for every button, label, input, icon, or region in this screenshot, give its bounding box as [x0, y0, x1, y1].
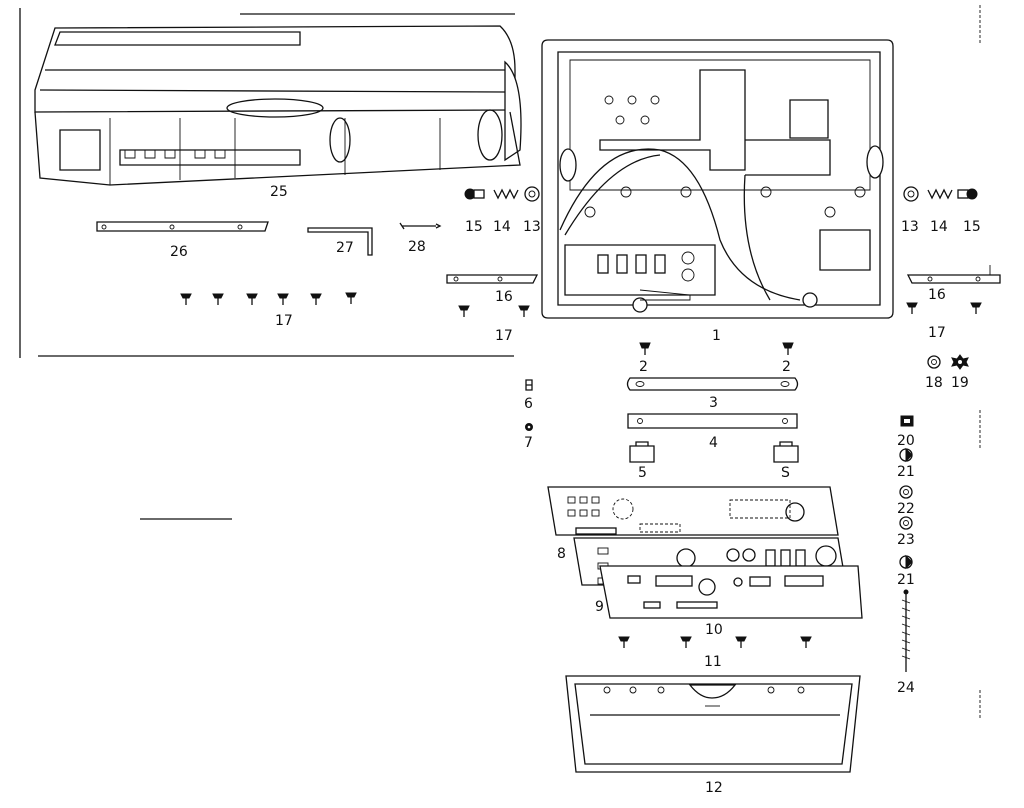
label-27: 27 [336, 240, 354, 256]
part-22-washer [899, 485, 913, 499]
label-16-right: 16 [928, 287, 946, 303]
part-16-strip-right [906, 265, 1001, 284]
part-21-gear-upper [899, 447, 913, 463]
part-13-washer-right [903, 186, 919, 202]
label-22: 22 [897, 501, 915, 517]
part-15-knob-left [464, 188, 485, 200]
part-17-screws-group [180, 292, 982, 317]
label-20: 20 [897, 433, 915, 449]
part-5-clip-right [773, 441, 799, 463]
label-5-left: 5 [638, 465, 647, 481]
label-9: 9 [595, 599, 604, 615]
label-6: 6 [524, 396, 533, 412]
label-14-right: 14 [930, 219, 948, 235]
label-12: 12 [705, 780, 723, 796]
part-27-hex-key [307, 227, 373, 256]
part-20-bracket [900, 415, 914, 427]
screw-17-5 [310, 293, 322, 305]
screw-17-4 [277, 293, 289, 305]
screw-17-2 [212, 293, 224, 305]
part-18-washer [927, 355, 941, 369]
part-10-base-panel [599, 565, 863, 619]
label-10: 10 [705, 622, 723, 638]
label-7: 7 [524, 435, 533, 451]
screw-17-10 [970, 302, 982, 314]
screw-17-9 [906, 302, 918, 314]
label-14-left: 14 [493, 219, 511, 235]
part-13-washer-left [524, 186, 540, 202]
label-5-right: S [781, 465, 790, 481]
screw-17-1 [180, 293, 192, 305]
label-26: 26 [170, 244, 188, 260]
part-5-clip-left [629, 441, 655, 463]
label-24: 24 [897, 680, 915, 696]
part-labels: 25 15 14 13 13 14 15 26 27 28 16 16 17 1… [170, 184, 981, 796]
label-1: 1 [712, 328, 721, 344]
label-8: 8 [557, 546, 566, 562]
screw-17-3 [246, 293, 258, 305]
border-lines [19, 5, 981, 720]
part-2-screw-right [782, 342, 794, 355]
label-3: 3 [709, 395, 718, 411]
part-19-star-washer [951, 354, 969, 370]
screw-17-7 [458, 305, 470, 317]
screw-17-6 [345, 292, 357, 304]
part-14-spring-left [493, 188, 519, 200]
label-23: 23 [897, 532, 915, 548]
part-14-spring-right [927, 188, 953, 200]
label-17-right: 17 [928, 325, 946, 341]
label-18: 18 [925, 375, 943, 391]
label-25: 25 [270, 184, 288, 200]
part-23-washer [899, 516, 913, 530]
part-1-chassis [541, 39, 894, 319]
label-19: 19 [951, 375, 969, 391]
part-21-gear-lower [899, 554, 913, 570]
label-13-left: 13 [523, 219, 541, 235]
label-21-upper: 21 [897, 464, 915, 480]
part-24-shaft [901, 589, 911, 672]
part-28-pin [399, 222, 442, 230]
label-2-left: 2 [639, 359, 648, 375]
label-15-right: 15 [963, 219, 981, 235]
part-25-top-cover [34, 25, 522, 186]
part-16-strip-left [446, 274, 539, 284]
part-8-front-panel [547, 486, 839, 536]
label-21-lower: 21 [897, 572, 915, 588]
part-15-knob-right [957, 188, 978, 200]
label-28: 28 [408, 239, 426, 255]
label-4: 4 [709, 435, 718, 451]
label-11: 11 [704, 654, 722, 670]
label-16-left: 16 [495, 289, 513, 305]
part-26-strip [96, 221, 269, 232]
part-4-plate [627, 413, 798, 429]
part-7-nut [525, 423, 533, 431]
screw-17-8 [518, 305, 530, 317]
part-3-bracket [626, 377, 799, 391]
part-12-bottom-tray [565, 675, 861, 773]
part-2-screw-left [639, 342, 651, 355]
part-6-clip [525, 379, 533, 391]
part-11-screws [618, 636, 812, 648]
label-2-right: 2 [782, 359, 791, 375]
label-13-right: 13 [901, 219, 919, 235]
label-17-left: 17 [275, 313, 293, 329]
label-17-middle: 17 [495, 328, 513, 344]
label-15-left: 15 [465, 219, 483, 235]
